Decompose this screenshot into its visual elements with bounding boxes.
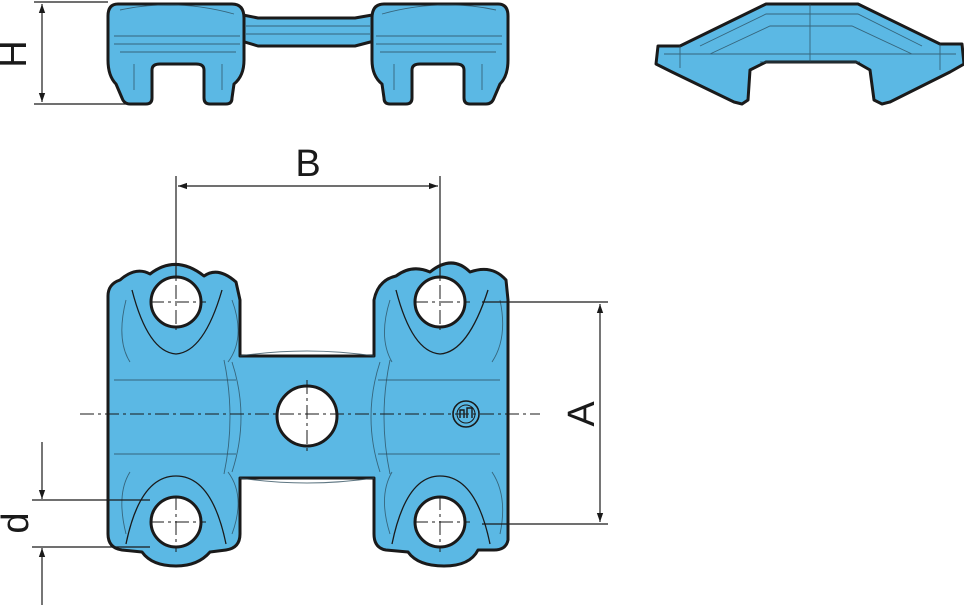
dimension-a: A — [482, 301, 608, 525]
dimension-b-label: B — [295, 143, 320, 185]
dimension-h: H — [0, 1, 130, 105]
front-view — [106, 2, 510, 106]
front-view-left-lug — [106, 2, 246, 106]
dimension-b: B — [175, 143, 441, 278]
side-view — [654, 2, 964, 106]
dimension-d: d — [0, 442, 150, 605]
dimension-a-label: A — [561, 401, 603, 427]
centerlines — [80, 260, 540, 552]
dimension-d-label: d — [0, 512, 37, 533]
dimension-h-label: H — [0, 40, 35, 67]
front-view-bridge — [236, 12, 380, 48]
front-view-right-lug — [370, 2, 510, 106]
